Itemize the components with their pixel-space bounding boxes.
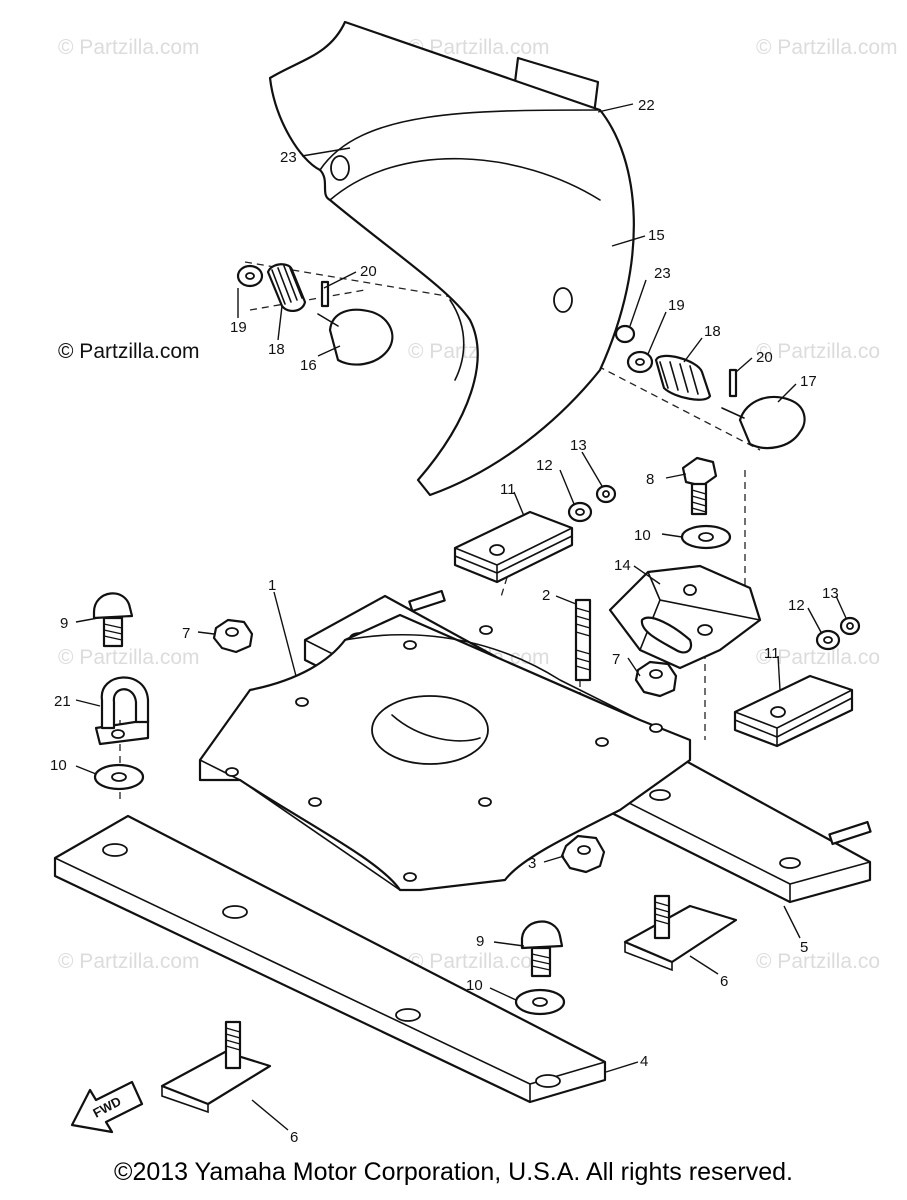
bracket-14 — [608, 564, 762, 670]
callout-21: 21 — [54, 693, 71, 710]
callout-7: 7 — [612, 651, 620, 668]
callouts: 22 23 15 20 19 18 16 23 19 18 20 17 13 1… — [50, 97, 839, 1146]
watermark: © Partzilla.com — [756, 36, 898, 59]
callout-6: 6 — [290, 1129, 298, 1146]
callout-6: 6 — [720, 973, 728, 990]
copyright-notice: ©2013 Yamaha Motor Corporation, U.S.A. A… — [114, 1158, 793, 1186]
stud-bracket-6-right — [623, 894, 738, 972]
bolt-9-left — [92, 592, 134, 648]
callout-18: 18 — [704, 323, 721, 340]
callout-10: 10 — [634, 527, 651, 544]
base-plate-1 — [198, 613, 692, 892]
callout-3: 3 — [528, 855, 536, 872]
callout-23: 23 — [280, 149, 297, 166]
callout-14: 14 — [614, 557, 631, 574]
watermark: © Partzilla.com — [58, 646, 200, 669]
stud-bolt-2 — [574, 598, 592, 682]
nut-7-right — [634, 660, 678, 698]
clamp-21 — [94, 676, 150, 746]
callout-20: 20 — [360, 263, 377, 280]
watermark: © Partzilla.com — [58, 36, 200, 59]
watermark: © Partzilla.com — [408, 950, 550, 973]
callout-19: 19 — [668, 297, 685, 314]
callout-4: 4 — [640, 1053, 648, 1070]
stud-bracket-6-left — [160, 1020, 272, 1114]
shroud-15 — [268, 20, 635, 497]
callout-10: 10 — [50, 757, 67, 774]
watermark-strong: © Partzilla.com — [58, 340, 200, 363]
rubber-pad-11-top — [453, 510, 574, 584]
leader-lines — [75, 103, 847, 1131]
watermark: © Partzilla.co — [756, 340, 880, 363]
bolt-9-bottom — [520, 920, 564, 978]
nut-7-left — [212, 618, 254, 654]
callout-1: 1 — [268, 577, 276, 594]
callout-23: 23 — [654, 265, 671, 282]
watermark: © Partzilla.co — [756, 950, 880, 973]
callout-11: 11 — [500, 481, 516, 498]
watermark: © Partzilla.com — [58, 950, 200, 973]
callout-8: 8 — [646, 471, 654, 488]
fwd-arrow-icon: FWD — [70, 1080, 144, 1134]
callout-17: 17 — [800, 373, 817, 390]
latch-assembly-right — [614, 324, 806, 450]
callout-15: 15 — [648, 227, 665, 244]
callout-16: 16 — [300, 357, 317, 374]
callout-19: 19 — [230, 319, 247, 336]
callout-5: 5 — [800, 939, 808, 956]
callout-11: 11 — [764, 645, 780, 662]
callout-9: 9 — [476, 933, 484, 950]
rubber-pad-11-right — [733, 674, 854, 748]
mounting-plate-4 — [53, 814, 607, 1104]
latch-assembly-left — [236, 263, 394, 366]
callout-10: 10 — [466, 977, 483, 994]
nut-3 — [560, 834, 606, 874]
watermark: © Partzilla.com — [408, 36, 550, 59]
callout-13: 13 — [822, 585, 839, 602]
callout-12: 12 — [536, 457, 553, 474]
callout-13: 13 — [570, 437, 587, 454]
callout-22: 22 — [638, 97, 655, 114]
callout-12: 12 — [788, 597, 805, 614]
callout-2: 2 — [542, 587, 550, 604]
bolt-8 — [681, 456, 718, 516]
callout-20: 20 — [756, 349, 773, 366]
watermark: © Partzilla.co — [756, 646, 880, 669]
callout-18: 18 — [268, 341, 285, 358]
callout-9: 9 — [60, 615, 68, 632]
callout-7: 7 — [182, 625, 190, 642]
